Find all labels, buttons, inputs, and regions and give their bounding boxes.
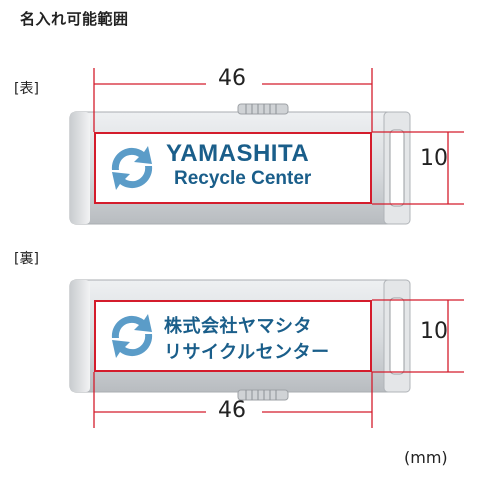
back-height-dimension — [372, 299, 464, 373]
front-width-value: 46 — [218, 66, 246, 91]
back-width-value: 46 — [218, 398, 246, 423]
back-company-name: 株式会社ヤマシタ — [164, 316, 312, 337]
recycle-arrows-icon — [111, 314, 153, 358]
unit-label: (mm) — [404, 448, 448, 467]
front-slider-grip[interactable] — [237, 103, 289, 115]
back-company-sub: リサイクルセンター — [164, 342, 330, 363]
front-height-dimension — [372, 131, 464, 205]
front-height-value: 10 — [420, 146, 448, 171]
front-side-label: [表] — [14, 81, 39, 97]
back-width-dimension — [93, 372, 373, 428]
page-title: 名入れ可能範囲 — [20, 10, 129, 28]
back-side-label: [裏] — [14, 251, 39, 267]
front-width-dimension — [93, 68, 373, 132]
front-company-sub: Recycle Center — [174, 168, 312, 189]
front-company-name: YAMASHITA — [166, 140, 310, 167]
back-height-value: 10 — [420, 319, 448, 344]
back-slider-grip[interactable] — [237, 389, 289, 401]
back-print-area — [94, 300, 372, 372]
front-print-area — [94, 132, 372, 204]
recycle-arrows-icon — [111, 146, 153, 190]
